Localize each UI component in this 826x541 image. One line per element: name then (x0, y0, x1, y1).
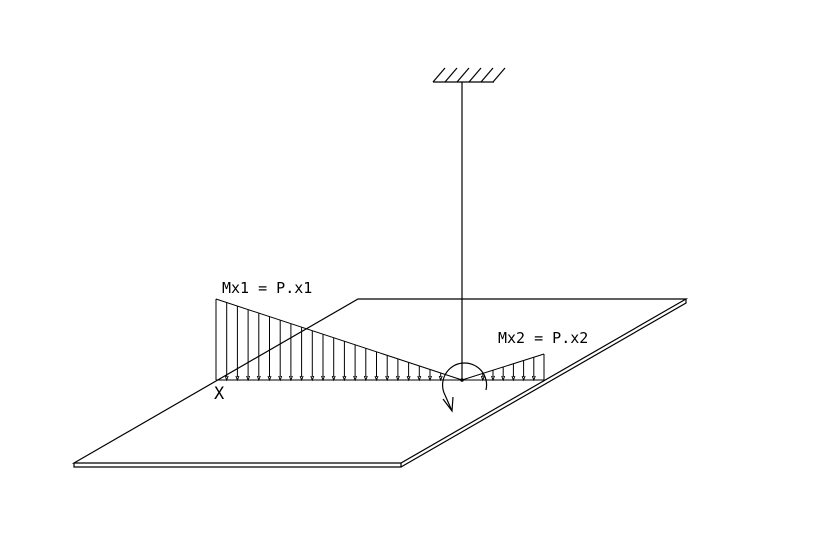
mx1-slope (215, 298, 463, 381)
moment-diagram-mx2 (461, 353, 545, 382)
mx1-ordinate-head (310, 375, 315, 382)
mx1-ordinate-head (246, 375, 251, 382)
plate-edge-front (73, 463, 402, 468)
mx1-ordinate-head (224, 375, 229, 382)
plate (71, 298, 689, 468)
mx1-ordinate-head (363, 375, 368, 382)
mx1-ordinate-head (374, 375, 379, 382)
moment-arrowhead (442, 396, 454, 413)
moment-arc (442, 362, 488, 396)
plate-top-face (71, 298, 689, 464)
mx1-ordinate-head (278, 375, 283, 382)
mx1-ordinate-head (428, 375, 432, 382)
mx2-label: Mx2 = P.x2 (498, 329, 589, 347)
mx1-ordinate-head (353, 375, 358, 382)
mx1-hatching (224, 302, 443, 382)
mx1-ordinate-head (406, 375, 411, 382)
support-hatching (432, 67, 506, 83)
mx1-ordinate-head (395, 375, 400, 382)
mx1-ordinate-head (331, 375, 336, 382)
mx1-ordinate-head (342, 375, 347, 382)
mx1-label: Mx1 = P.x1 (222, 279, 313, 297)
plate-edge-right (400, 299, 687, 468)
moment-diagram-mx1 (215, 298, 463, 382)
moment-arrow (442, 362, 488, 413)
mx1-ordinate-head (235, 375, 240, 382)
mx2-ordinate-head (511, 375, 516, 382)
mx1-ordinate-head (256, 375, 261, 382)
mx1-ordinate-head (267, 375, 272, 382)
x-label: X (214, 384, 225, 404)
mx2-ordinate-head (531, 375, 536, 382)
moment-arrow-shaft (444, 394, 453, 412)
mx2-ordinate-head (501, 375, 506, 382)
mx1-ordinate-head (288, 375, 293, 382)
mx2-ordinate-head (480, 375, 485, 382)
mx1-ordinate-head (385, 375, 390, 382)
fixed-support (432, 67, 506, 83)
mx2-ordinate-head (521, 375, 526, 382)
mx2-hatching (480, 357, 536, 382)
mx1-ordinate-head (438, 375, 443, 382)
mx1-ordinate-head (321, 375, 325, 382)
mx1-ordinate-head (417, 375, 422, 382)
origin-point (460, 378, 464, 382)
mx2-ordinate-head (491, 375, 495, 382)
mx1-ordinate-head (299, 375, 304, 382)
